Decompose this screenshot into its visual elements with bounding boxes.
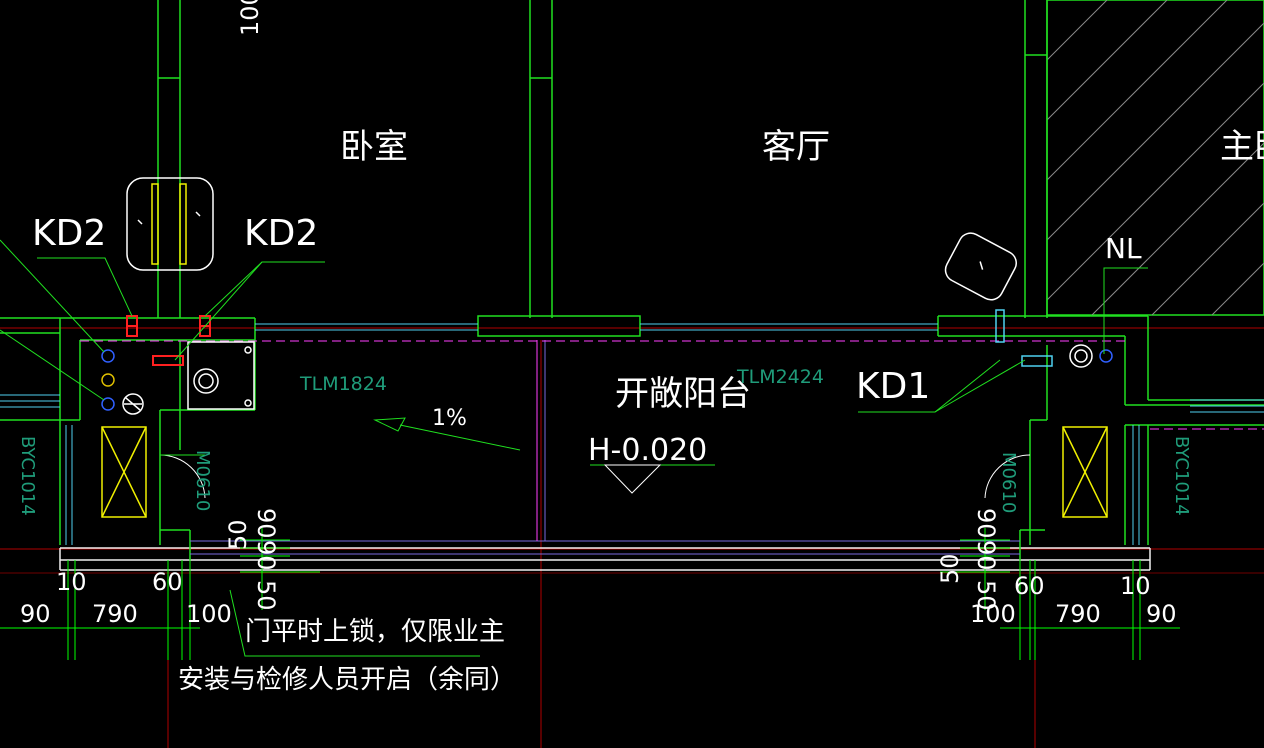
room-bedroom: 卧室 [340, 127, 408, 167]
pipes [101, 309, 1113, 415]
dim-right-v90b: 90 [972, 540, 1000, 571]
note-line-2: 安装与检修人员开启（余同） [178, 665, 516, 695]
dim-right-60: 60 [1014, 572, 1045, 600]
dim-right-10: 10 [1120, 572, 1151, 600]
top-dim-partial: 100 [236, 0, 264, 36]
room-master-bedroom: 主卧 [1220, 127, 1264, 167]
slope-label: 1% [432, 406, 467, 431]
windows [0, 323, 1264, 555]
switch-symbols [126, 177, 1017, 301]
opening-byc-right: BYC1014 [1171, 436, 1192, 516]
dim-right-v50b: 50 [972, 580, 1000, 611]
dim-left-790: 790 [92, 600, 138, 628]
dim-left-v50b: 50 [252, 580, 280, 611]
dim-right-100: 100 [970, 600, 1016, 628]
equipment-boxes [101, 426, 1108, 518]
room-balcony: 开敞阳台 [615, 374, 751, 414]
opening-tlm-right: TLM2424 [736, 366, 824, 388]
callout-kd2-right: KD2 [244, 213, 318, 254]
dim-left-100: 100 [186, 600, 232, 628]
leader-lines [0, 239, 1148, 657]
dim-right-90: 90 [1146, 600, 1177, 628]
door-label-left: M0610 [192, 450, 213, 511]
dim-left-v50a: 50 [224, 519, 252, 550]
walls [0, 0, 1264, 571]
dimension-lines [0, 528, 1180, 660]
callout-kd1: KD1 [856, 366, 930, 407]
elevation-label: H-0.020 [588, 433, 707, 468]
dashed-lines [80, 340, 1264, 430]
dim-right-790: 790 [1055, 600, 1101, 628]
dim-left-v90b: 90 [252, 540, 280, 571]
callout-kd2-left: KD2 [32, 213, 106, 254]
door-swings [159, 454, 1031, 499]
door-label-right: M0610 [998, 452, 1019, 513]
dim-left-v90: 90 [252, 508, 280, 539]
dim-right-v90: 90 [972, 508, 1000, 539]
valves [126, 315, 211, 366]
opening-byc-left: BYC1014 [17, 436, 38, 516]
dim-left-10: 10 [56, 568, 87, 596]
dim-left-90: 90 [20, 600, 51, 628]
opening-tlm-left: TLM1824 [299, 373, 387, 395]
note-line-1: 门平时上锁，仅限业主 [245, 617, 505, 647]
room-living: 客厅 [762, 127, 830, 167]
dim-left-60: 60 [152, 568, 183, 596]
callout-nl: NL [1105, 232, 1142, 265]
dim-right-v50a: 50 [936, 553, 964, 584]
